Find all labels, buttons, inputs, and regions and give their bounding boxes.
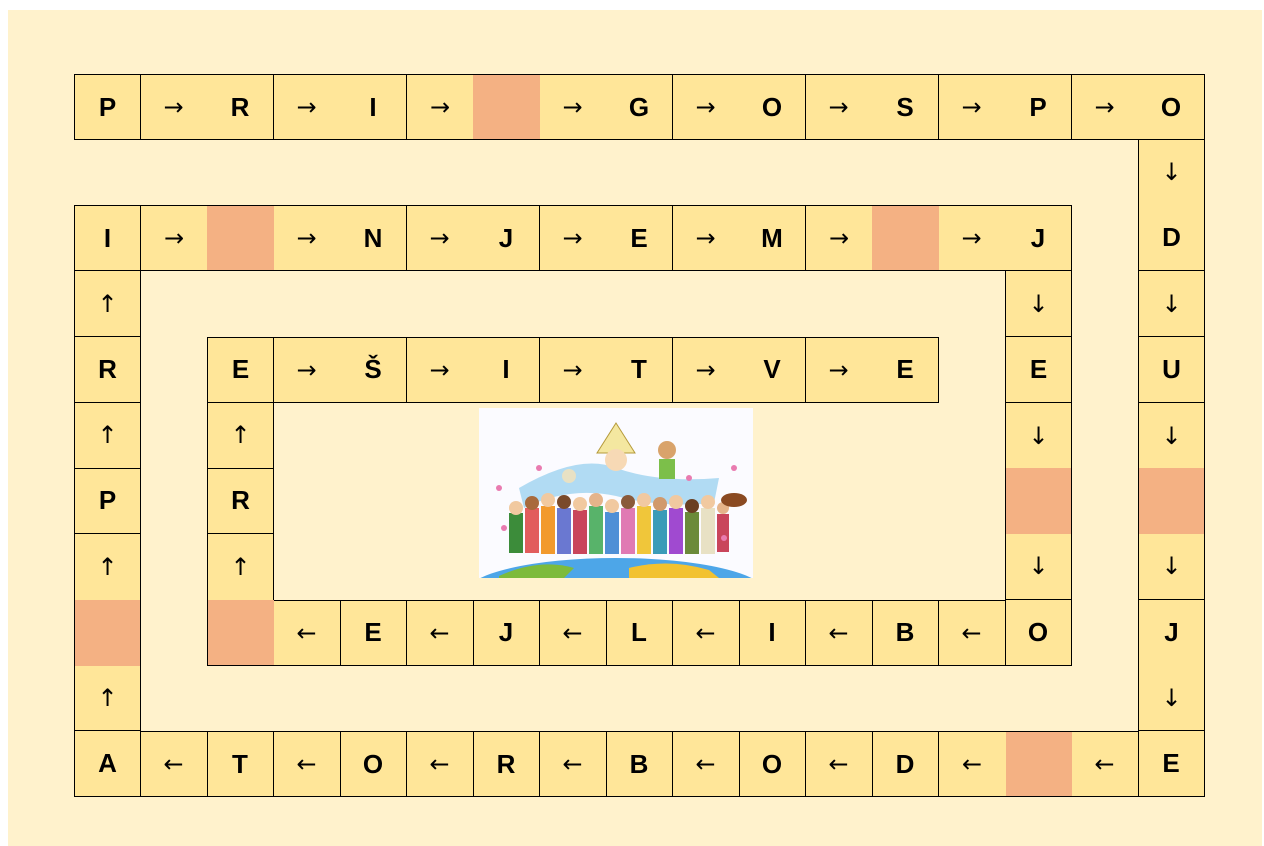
blank-letter-cell [1005, 731, 1072, 797]
arrow-right-icon: → [673, 337, 740, 403]
letter-cell: I [473, 337, 540, 403]
blank-letter-cell [872, 205, 939, 271]
arrow-right-icon: → [1072, 74, 1139, 140]
letter-cell: D [1138, 205, 1205, 271]
arrow-right-icon: → [274, 205, 341, 271]
arrow-right-icon: → [806, 74, 873, 140]
letter-cell: V [739, 337, 806, 403]
arrow-up-icon: ↑ [74, 534, 141, 600]
letter-cell: J [473, 205, 540, 271]
arrow-left-icon: ← [141, 731, 208, 797]
letter-cell: O [1138, 74, 1205, 140]
arrow-down-icon: ↓ [1138, 665, 1205, 731]
arrow-down-icon: ↓ [1005, 534, 1072, 600]
letter-cell: P [74, 468, 141, 534]
letter-cell: E [207, 337, 274, 403]
arrow-down-icon: ↓ [1005, 403, 1072, 469]
arrow-left-icon: ← [939, 600, 1006, 666]
arrow-right-icon: → [806, 337, 873, 403]
blank-letter-cell [74, 600, 141, 666]
letter-cell: T [207, 731, 274, 797]
arrow-up-icon: ↑ [74, 271, 141, 337]
letter-cell: R [74, 337, 141, 403]
letter-cell: E [872, 337, 939, 403]
blank-letter-cell [1005, 468, 1072, 534]
letter-cell: O [1005, 600, 1072, 666]
letter-cell: I [74, 205, 141, 271]
letter-cell: O [340, 731, 407, 797]
letter-cell: R [207, 74, 274, 140]
letter-cell: L [606, 600, 673, 666]
letter-cell: B [606, 731, 673, 797]
arrow-right-icon: → [274, 74, 341, 140]
letter-cell: T [606, 337, 673, 403]
arrow-down-icon: ↓ [1138, 271, 1205, 337]
arrow-right-icon: → [141, 74, 208, 140]
arrow-left-icon: ← [673, 600, 740, 666]
letter-cell: A [74, 731, 141, 797]
letter-cell: P [1005, 74, 1072, 140]
letter-cell: P [74, 74, 141, 140]
arrow-left-icon: ← [939, 731, 1006, 797]
letter-cell: N [340, 205, 407, 271]
arrow-right-icon: → [540, 337, 607, 403]
crowd-around-globe-icon [479, 408, 753, 578]
letter-cell: E [1138, 731, 1205, 797]
arrow-down-icon: ↓ [1138, 403, 1205, 469]
arrow-down-icon: ↓ [1138, 534, 1205, 600]
letter-cell: G [606, 74, 673, 140]
letter-cell: S [872, 74, 939, 140]
letter-cell: O [739, 731, 806, 797]
blank-letter-cell [207, 600, 274, 666]
arrow-left-icon: ← [540, 600, 607, 666]
arrow-right-icon: → [407, 205, 474, 271]
arrow-up-icon: ↑ [74, 403, 141, 469]
letter-cell: E [606, 205, 673, 271]
arrow-right-icon: → [407, 337, 474, 403]
arrow-right-icon: → [939, 74, 1006, 140]
arrow-right-icon: → [540, 205, 607, 271]
letter-cell: J [1138, 600, 1205, 666]
arrow-left-icon: ← [1072, 731, 1139, 797]
arrow-down-icon: ↓ [1138, 140, 1205, 206]
letter-cell: B [872, 600, 939, 666]
letter-cell: J [473, 600, 540, 666]
arrow-left-icon: ← [407, 731, 474, 797]
arrow-left-icon: ← [673, 731, 740, 797]
center-illustration [479, 408, 753, 578]
blank-letter-cell [473, 74, 540, 140]
letter-cell: Š [340, 337, 407, 403]
arrow-right-icon: → [806, 205, 873, 271]
arrow-right-icon: → [540, 74, 607, 140]
arrow-left-icon: ← [806, 600, 873, 666]
arrow-left-icon: ← [806, 731, 873, 797]
arrow-left-icon: ← [407, 600, 474, 666]
letter-cell: M [739, 205, 806, 271]
arrow-left-icon: ← [540, 731, 607, 797]
arrow-right-icon: → [939, 205, 1006, 271]
arrow-up-icon: ↑ [207, 403, 274, 469]
arrow-left-icon: ← [274, 731, 341, 797]
arrow-up-icon: ↑ [74, 665, 141, 731]
letter-cell: D [872, 731, 939, 797]
blank-letter-cell [207, 205, 274, 271]
letter-cell: J [1005, 205, 1072, 271]
arrow-up-icon: ↑ [207, 534, 274, 600]
letter-cell: E [340, 600, 407, 666]
arrow-right-icon: → [274, 337, 341, 403]
arrow-left-icon: ← [274, 600, 341, 666]
arrow-right-icon: → [673, 205, 740, 271]
letter-cell: I [340, 74, 407, 140]
letter-cell: O [739, 74, 806, 140]
letter-cell: E [1005, 337, 1072, 403]
letter-cell: I [739, 600, 806, 666]
letter-cell: R [207, 468, 274, 534]
blank-letter-cell [1138, 468, 1205, 534]
arrow-down-icon: ↓ [1005, 271, 1072, 337]
arrow-right-icon: → [407, 74, 474, 140]
letter-cell: R [473, 731, 540, 797]
arrow-right-icon: → [141, 205, 208, 271]
arrow-right-icon: → [673, 74, 740, 140]
letter-cell: U [1138, 337, 1205, 403]
